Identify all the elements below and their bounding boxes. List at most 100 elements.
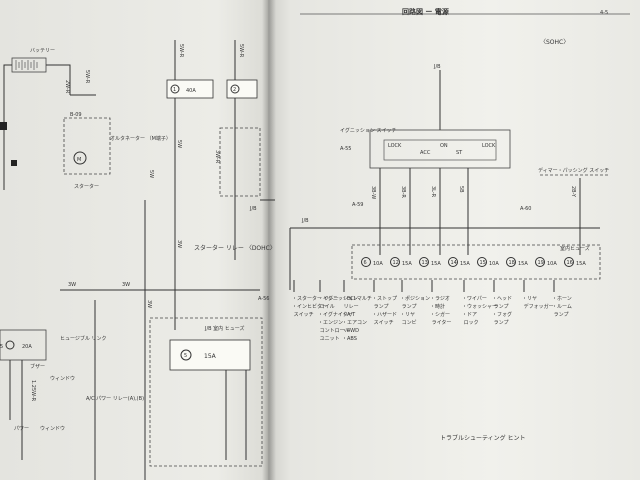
load-window-a: ウィンドウ	[50, 375, 75, 382]
starter-motor: M B-09 スターター	[63, 112, 111, 190]
interior-fuse-box: 室内ヒューズ	[351, 244, 601, 280]
fuse-amp: 15A	[460, 261, 470, 267]
fuse-number: 13	[422, 260, 428, 266]
wire-3w-c: 3W	[122, 282, 130, 288]
load-label: ・ヘッド ランプ・フォグ ランプ	[492, 296, 512, 326]
wire-3w-b: 3W	[68, 282, 76, 288]
wire-3bw: 3B-W	[370, 186, 376, 199]
svg-text:1: 1	[173, 87, 176, 93]
wire-125wr: 1.25W-R	[30, 380, 36, 402]
starter-relay-label: スターター リレー 〈DOHC〉	[194, 244, 276, 252]
load-label: ・リヤ デフォッガー	[522, 296, 554, 310]
svg-text:ACC: ACC	[420, 150, 431, 156]
wire-3w-a: 3W	[176, 240, 182, 248]
ignition-switch-label: イグニッション スイッチ	[340, 127, 397, 134]
jb-fuse-label: J/B 室内 ヒューズ	[204, 325, 245, 332]
fuse-number: 18	[509, 260, 515, 266]
svg-text:2: 2	[233, 87, 236, 93]
fuse-amp: 15A	[402, 261, 412, 267]
page-header: 回路図 ー 電源 4-5 〈SOHC〉	[300, 7, 630, 46]
page-number: 4-5	[600, 10, 608, 16]
fusible-link-2: 2	[226, 79, 258, 99]
fuse-amp: 15A	[518, 261, 528, 267]
load-window-b: ウィンドウ	[40, 425, 65, 432]
fuse-number: 15	[480, 260, 486, 266]
connector-b09: B-09	[70, 112, 82, 118]
fuse-amp: 10A	[547, 261, 557, 267]
ignition-switch: LOCK ACC ON ST LOCK イグニッション スイッチ A-55	[340, 127, 511, 169]
svg-text:ST: ST	[456, 150, 463, 156]
interior-fuse: 6 10A	[361, 257, 383, 267]
fuse-number: 14	[451, 260, 457, 266]
svg-text:20A: 20A	[22, 344, 32, 350]
fuse-number: 19	[538, 260, 544, 266]
fuse-number: 12	[393, 260, 399, 266]
section-label: 〈SOHC〉	[540, 39, 569, 46]
main-fuse-box: 5 20A ヒュージブル リンク	[0, 329, 107, 361]
load-buzzer: ブザー	[30, 363, 45, 370]
connector-a60: A-60	[520, 206, 531, 212]
wire-5wr-a: 5W-R	[84, 70, 90, 84]
ground-marker	[0, 122, 7, 130]
wire-5b: 5B	[458, 186, 464, 193]
load-label: ・ECI-マルチ リレー・A/T・エアコン・4WD・ABS	[342, 296, 372, 342]
connector-a55: A-55	[340, 146, 351, 152]
main-fuse-label: ヒュージブル リンク	[60, 335, 107, 342]
jb-label: J/B	[249, 206, 257, 212]
svg-text:LOCK: LOCK	[482, 143, 496, 149]
wire-5wr-c: 5W-R	[238, 44, 244, 58]
battery-symbol: バッテリー	[11, 48, 55, 73]
wire-3w-d: 3W	[146, 300, 152, 308]
wire-2by: 2B-Y	[570, 186, 576, 198]
wire-5w-b: 5W	[148, 170, 154, 178]
fuse-number: 16	[567, 260, 573, 266]
wire-5w: 5W	[176, 140, 182, 148]
svg-text:M: M	[77, 157, 81, 163]
ground-marker	[11, 160, 17, 166]
alternator-label: オルタネーター （M端子）	[110, 135, 171, 142]
fuse-amp: 15A	[431, 261, 441, 267]
wire-3lr: 3L-R	[430, 186, 436, 198]
load-label: ・ラジオ・時計・シガー ライター	[430, 296, 451, 326]
load-label: ・ポジション ランプ・リヤ コンビ	[400, 295, 430, 326]
load-label: ・スターター リレー・インヒビター スイッチ	[292, 295, 339, 318]
fuse-number: 6	[364, 260, 367, 266]
svg-text:ON: ON	[440, 143, 448, 149]
fuse-amp: 10A	[373, 261, 383, 267]
svg-text:5: 5	[0, 344, 3, 350]
ac-power-relay: A/C パワー リレー(A),(B)	[86, 396, 144, 402]
fuse-box-label: 室内ヒューズ	[560, 245, 590, 252]
starter-relay: スターター リレー 〈DOHC〉	[194, 127, 276, 252]
fusible-link-1: 1 40A	[166, 79, 214, 99]
wire-3wr: 3W-R	[214, 150, 220, 164]
fuse-15a-left: 15A	[204, 353, 217, 360]
starter-label: スターター	[74, 183, 99, 190]
dimmer-switch: ディマー・パッシング スイッチ A-60	[520, 167, 610, 212]
load-label: ・ストップ ランプ・ハザード スイッチ	[372, 296, 397, 326]
jb-busbar-label: J/B	[301, 218, 309, 224]
svg-text:5: 5	[184, 353, 187, 359]
load-power: パワー	[14, 426, 29, 432]
fuse-amp: 15A	[576, 261, 586, 267]
fuse-amp: 10A	[489, 261, 499, 267]
connector-a59: A-59	[352, 202, 363, 208]
load-label: ・ワイパー・ウォッシャー・ドア ロック	[462, 296, 497, 326]
book-gutter	[262, 0, 276, 480]
fuse-40a: 40A	[186, 88, 196, 94]
dimmer-label: ディマー・パッシング スイッチ	[538, 167, 609, 174]
battery-label: バッテリー	[30, 48, 55, 54]
footer-hint: トラブルシューティング ヒント	[440, 434, 526, 442]
connector-a56: A-56	[258, 296, 269, 302]
wire-3br: 3B-R	[400, 186, 406, 198]
wire-2wr: 2W-R	[64, 80, 70, 94]
